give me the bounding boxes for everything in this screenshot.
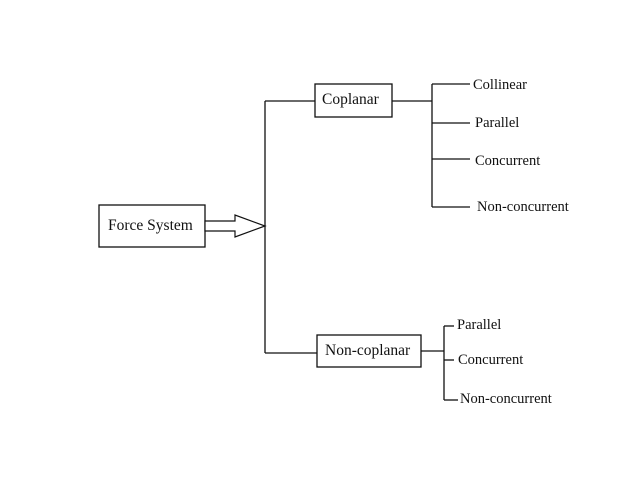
non-coplanar-label: Non-coplanar <box>325 342 411 359</box>
coplanar-label: Coplanar <box>322 91 379 108</box>
coplanar-child-collinear: Collinear <box>473 77 527 93</box>
non-coplanar-child-concurrent: Concurrent <box>458 352 524 368</box>
non-coplanar-box <box>316 334 422 368</box>
force-system-label: Force System <box>108 217 193 234</box>
non-coplanar-child-non-concurrent: Non-concurrent <box>460 391 552 407</box>
force-system-box <box>98 204 206 248</box>
coplanar-child-concurrent: Concurrent <box>475 153 541 169</box>
coplanar-child-parallel: Parallel <box>475 115 520 131</box>
coplanar-child-non-concurrent: Non-concurrent <box>477 199 569 215</box>
non-coplanar-child-parallel: Parallel <box>457 317 502 333</box>
hollow-arrow <box>204 214 267 238</box>
